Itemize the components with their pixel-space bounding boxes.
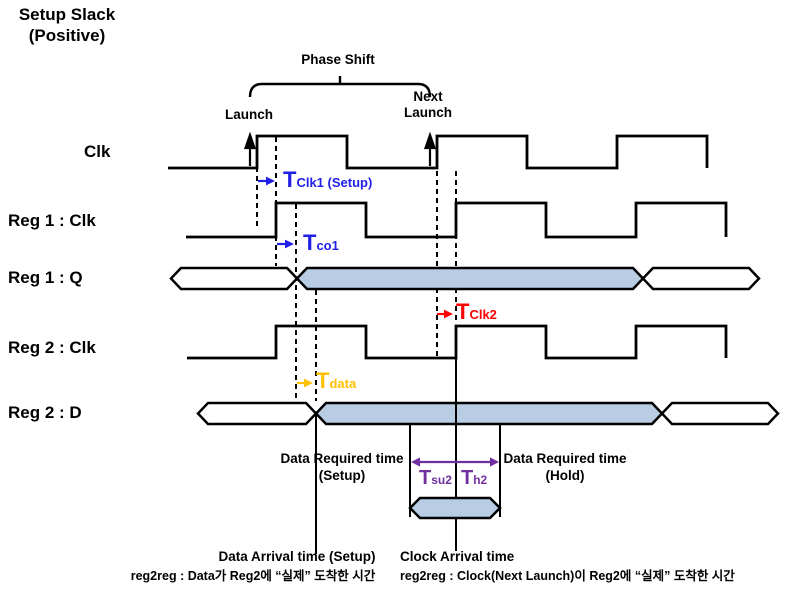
launch-label: Launch: [224, 107, 273, 122]
next-launch-label: Next Launch: [399, 89, 457, 121]
data-required-hold-label: Data Required time (Hold): [498, 451, 632, 484]
setup-hold-window-bus: [408, 496, 502, 520]
clk-waveform: [168, 134, 709, 170]
tclk2-label: TClk2: [456, 299, 497, 325]
data-required-hold-line1: Data Required time: [503, 451, 627, 466]
clock-arrival-title: Clock Arrival time: [400, 549, 515, 564]
clock-waveforms: [168, 134, 728, 360]
phase-shift-brace: [248, 76, 432, 98]
signal-label-clk: Clk: [84, 142, 111, 161]
measurement-arrows: [258, 176, 499, 467]
data-required-setup-label: Data Required time (Setup): [278, 451, 406, 484]
tclk1-arrow-icon: [258, 176, 275, 186]
tclk2-sub: Clk2: [469, 307, 497, 322]
page-title-line1: Setup Slack: [18, 5, 116, 24]
phase-shift-label: Phase Shift: [301, 52, 375, 67]
tclk2-t: T: [456, 299, 470, 324]
reg2-d-bus-old: [196, 401, 318, 426]
tclk1-t: T: [283, 167, 297, 192]
reg1-clk-waveform: [186, 201, 728, 239]
reg2-clk-waveform: [187, 324, 728, 360]
next-launch-arrow-icon: [423, 131, 437, 150]
page-title: Setup Slack (Positive): [6, 4, 128, 46]
th2-t: T: [461, 467, 474, 489]
tdata-label: Tdata: [316, 368, 356, 394]
next-launch-line1: Next: [413, 89, 443, 104]
tdata-sub: data: [329, 376, 357, 391]
data-required-setup-line1: Data Required time: [280, 451, 404, 466]
launch-arrow-icon: [243, 131, 257, 150]
tclk1-sub: Clk1: [296, 175, 324, 190]
reg1-q-bus-old: [169, 266, 299, 291]
tco1-arrow-icon: [277, 239, 294, 249]
data-arrival-title: Data Arrival time (Setup): [218, 549, 376, 564]
tco1-t: T: [303, 230, 317, 255]
signal-label-reg1-clk: Reg 1 : Clk: [8, 211, 96, 230]
page-title-line2: (Positive): [28, 26, 106, 45]
data-required-hold-line2: (Hold): [545, 467, 585, 483]
clock-arrival-desc: reg2reg : Clock(Next Launch)이 Reg2에 “실제”…: [400, 569, 735, 583]
signal-label-reg2-clk: Reg 2 : Clk: [8, 338, 96, 357]
tclk1-suffix: (Setup): [323, 175, 373, 190]
data-buses: [169, 266, 780, 426]
tsu2-label: Tsu2: [419, 467, 452, 490]
tdata-t: T: [316, 368, 330, 393]
dashed-guide-lines: [256, 137, 457, 401]
launch-edge-arrows: [243, 131, 437, 166]
signal-label-reg1-q: Reg 1 : Q: [8, 268, 83, 287]
tsu2-t: T: [419, 467, 432, 489]
reg2-d-bus-new: [314, 401, 664, 426]
next-launch-line2: Launch: [403, 105, 452, 120]
tco1-label: Tco1: [303, 230, 339, 256]
data-required-setup-line2: (Setup): [318, 467, 366, 483]
reg1-q-bus-new: [295, 266, 645, 291]
data-arrival-desc: reg2reg : Data가 Reg2에 “실제” 도착한 시간: [130, 569, 376, 583]
th2-label: Th2: [461, 467, 487, 490]
tco1-sub: co1: [316, 238, 339, 253]
tclk1-label: TClk1 (Setup): [283, 167, 372, 193]
tclk2-arrow-icon: [437, 309, 453, 319]
tdata-arrow-icon: [297, 378, 313, 388]
signal-label-reg2-d: Reg 2 : D: [8, 403, 82, 422]
reg1-q-bus-next: [641, 266, 761, 291]
reg2-d-bus-next: [660, 401, 780, 426]
setup-hold-double-arrow-icon: [411, 457, 499, 467]
th2-sub: h2: [473, 473, 488, 487]
tsu2-sub: su2: [431, 473, 452, 487]
